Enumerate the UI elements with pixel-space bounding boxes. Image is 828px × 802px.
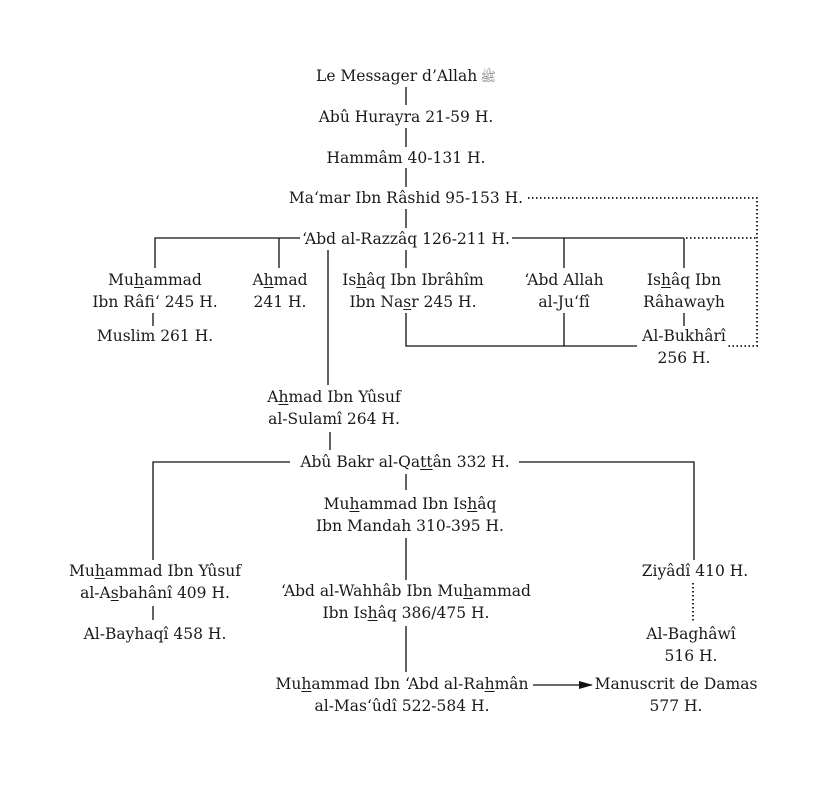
node-label-line: Muhammad	[108, 271, 202, 289]
node-label-line: Ishâq Ibn	[646, 271, 722, 289]
edge-qattan-left-bar	[152, 461, 290, 560]
node-label-line: Ibn Râfi‘ 245 H.	[92, 293, 218, 311]
node-bukhari: Al-Bukhârî 256 H.	[642, 325, 726, 369]
node-label-line: Muhammad Ibn ‘Abd al-Rahmân	[275, 675, 529, 693]
node-manuscript: Manuscrit de Damas 577 H.	[595, 673, 758, 717]
salutation-icon: ﷺ	[480, 70, 496, 85]
node-muslim: Muslim 261 H.	[97, 325, 213, 347]
node-abu-bakr-qattan: Abû Bakr al-Qattân 332 H.	[300, 451, 509, 473]
node-label-line: Ibn Ishâq 386/475 H.	[322, 604, 490, 622]
node-label: Muslim 261 H.	[96, 327, 214, 345]
edge-razzaq-left-bar	[154, 237, 300, 268]
node-masudi: Muhammad Ibn ‘Abd al-Rahmân al-Mas‘ûdî 5…	[275, 673, 528, 717]
node-hammam: Hammâm 40-131 H.	[327, 147, 486, 169]
node-label-line: 516 H.	[664, 647, 718, 665]
node-label-line: al-Mas‘ûdî 522-584 H.	[314, 697, 490, 715]
node-bayhaqi: Al-Bayhaqî 458 H.	[84, 623, 227, 645]
node-label: Abû Bakr al-Qattân 332 H.	[300, 453, 510, 471]
node-label-line: al-Sulamî 264 H.	[268, 410, 400, 428]
node-label: Abû Hurayra 21-59 H.	[318, 108, 494, 126]
node-label-line: ‘Abd Allah	[524, 271, 604, 289]
node-label: ‘Abd al-Razzâq 126-211 H.	[302, 230, 510, 248]
node-abd-al-wahhab: ‘Abd al-Wahhâb Ibn Muhammad Ibn Ishâq 38…	[281, 580, 531, 624]
node-ahmad: Ahmad 241 H.	[252, 269, 307, 313]
node-label-line: 577 H.	[649, 697, 703, 715]
node-label-line: al-Asbahânî 409 H.	[80, 584, 230, 602]
node-label-line: Muhammad Ibn Yûsuf	[68, 562, 242, 580]
node-label-line: 256 H.	[657, 349, 711, 367]
node-ishaq-ibn-rahawayh: Ishâq Ibn Râhawayh	[643, 269, 725, 313]
node-mamar: Ma‘mar Ibn Râshid 95-153 H.	[289, 187, 523, 209]
node-label-line: Manuscrit de Damas	[594, 675, 758, 693]
node-ishaq-ibn-ibrahim: Ishâq Ibn Ibrâhîm Ibn Nasr 245 H.	[342, 269, 483, 313]
node-label-line: Ibn Mandah 310-395 H.	[316, 517, 504, 535]
node-label: Ma‘mar Ibn Râshid 95-153 H.	[288, 189, 524, 207]
node-label-line: Ahmad	[252, 271, 308, 289]
node-label-line: Ibn Nasr 245 H.	[349, 293, 477, 311]
node-label-line: al-Ju‘fî	[538, 293, 590, 311]
edge-qattan-right-bar	[519, 461, 695, 560]
node-label-line: Al-Baghâwî	[646, 625, 736, 643]
node-abd-al-razzaq: ‘Abd al-Razzâq 126-211 H.	[302, 228, 510, 250]
node-label: Ziyâdî 410 H.	[641, 562, 749, 580]
node-label-line: Al-Bukhârî	[642, 327, 726, 345]
node-label-line: 241 H.	[253, 293, 307, 311]
node-label: Hammâm 40-131 H.	[326, 149, 486, 167]
node-ahmad-ibn-yusuf: Ahmad Ibn Yûsuf al-Sulamî 264 H.	[267, 386, 400, 430]
node-label-line: Muhammad Ibn Ishâq	[323, 495, 497, 513]
node-label-line: ‘Abd al-Wahhâb Ibn Muhammad	[281, 582, 531, 600]
node-label: Le Messager d’Allah	[316, 67, 478, 85]
node-muhammad-asbahani: Muhammad Ibn Yûsuf al-Asbahânî 409 H.	[69, 560, 241, 604]
node-label-line: Râhawayh	[643, 293, 725, 311]
node-ziyadi: Ziyâdî 410 H.	[642, 560, 749, 582]
node-baghawi: Al-Baghâwî 516 H.	[646, 623, 735, 667]
node-label-line: Ishâq Ibn Ibrâhîm	[342, 271, 484, 289]
node-ibn-mandah: Muhammad Ibn Ishâq Ibn Mandah 310-395 H.	[316, 493, 504, 537]
node-label-line: Ahmad Ibn Yûsuf	[267, 388, 401, 406]
node-muhammad-ibn-rafi: Muhammad Ibn Râfi‘ 245 H.	[92, 269, 217, 313]
node-abd-allah-jufi: ‘Abd Allah al-Ju‘fî	[524, 269, 603, 313]
edge-ishaq-jufi-bukhari	[405, 313, 637, 347]
node-label: Al-Bayhaqî 458 H.	[83, 625, 227, 643]
node-abu-hurayra: Abû Hurayra 21-59 H.	[319, 106, 494, 128]
